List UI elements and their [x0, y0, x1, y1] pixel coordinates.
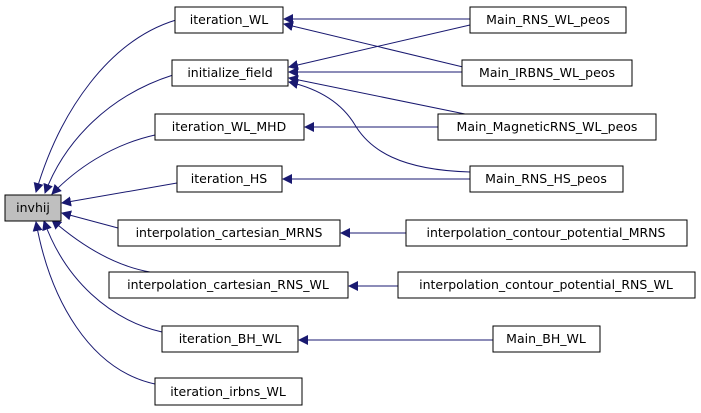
node-label: interpolation_cartesian_RNS_WL — [127, 277, 329, 292]
node-interpolation-cartesian-rns-wl[interactable]: interpolation_cartesian_RNS_WL — [108, 271, 349, 299]
edge-iteration-hs-to-invhij — [61, 182, 178, 207]
node-label: interpolation_contour_potential_RNS_WL — [419, 277, 673, 292]
node-interpolation-contour-potential-mrns[interactable]: interpolation_contour_potential_MRNS — [405, 219, 688, 247]
edge-interpolation-cartesian-rns-wl-to-invhij — [51, 219, 151, 273]
node-iteration-wl-mhd[interactable]: iteration_WL_MHD — [154, 113, 305, 141]
node-main-rns-hs-peos[interactable]: Main_RNS_HS_peos — [469, 165, 624, 193]
node-label: iteration_BH_WL — [179, 331, 282, 346]
node-label: iteration_irbns_WL — [170, 384, 286, 399]
node-label: interpolation_contour_potential_MRNS — [427, 225, 666, 240]
node-iteration-bh-wl[interactable]: iteration_BH_WL — [161, 325, 299, 353]
node-main-bh-wl[interactable]: Main_BH_WL — [492, 325, 601, 353]
node-label: Main_MagneticRNS_WL_peos — [457, 119, 638, 134]
node-main-irbns-wl-peos[interactable]: Main_IRBNS_WL_peos — [461, 59, 633, 87]
edge-initialize-field-to-invhij — [43, 74, 174, 194]
node-invhij[interactable]: invhij — [4, 194, 62, 222]
edge-main-magneticrns-wl-peos-to-initialize-field — [288, 74, 466, 115]
node-iteration-hs[interactable]: iteration_HS — [176, 165, 283, 193]
edge-iteration-wl-mhd-to-invhij — [51, 134, 156, 195]
node-label: iteration_WL — [190, 12, 268, 27]
node-interpolation-contour-potential-rns-wl[interactable]: interpolation_contour_potential_RNS_WL — [397, 271, 696, 299]
node-iteration-irbns-wl[interactable]: iteration_irbns_WL — [154, 377, 303, 406]
node-label: interpolation_cartesian_MRNS — [136, 225, 323, 240]
edge-main-irbns-wl-peos-to-iteration-wl — [283, 21, 464, 68]
edge-iteration-wl-to-invhij — [33, 19, 177, 193]
node-label: Main_RNS_HS_peos — [485, 171, 607, 186]
node-main-magneticrns-wl-peos[interactable]: Main_MagneticRNS_WL_peos — [437, 113, 657, 141]
edge-iteration-bh-wl-to-invhij — [42, 220, 163, 333]
node-label: iteration_HS — [191, 171, 267, 186]
node-label: Main_BH_WL — [506, 331, 586, 346]
node-iteration-wl[interactable]: iteration_WL — [174, 6, 284, 34]
node-label: Main_IRBNS_WL_peos — [479, 65, 615, 80]
node-main-rns-wl-peos[interactable]: Main_RNS_WL_peos — [469, 6, 627, 34]
node-label: Main_RNS_WL_peos — [486, 12, 610, 27]
node-label: invhij — [16, 200, 50, 215]
edge-interpolation-cartesian-mrns-to-invhij — [61, 210, 119, 229]
node-interpolation-cartesian-mrns[interactable]: interpolation_cartesian_MRNS — [117, 219, 341, 247]
node-label: initialize_field — [187, 65, 272, 80]
node-initialize-field[interactable]: initialize_field — [171, 59, 289, 87]
edge-iteration-irbns-wl-to-invhij — [32, 221, 156, 385]
edge-main-rns-hs-peos-to-initialize-field — [288, 79, 471, 173]
edge-main-rns-wl-peos-to-initialize-field — [288, 24, 471, 70]
node-label: iteration_WL_MHD — [172, 119, 286, 134]
